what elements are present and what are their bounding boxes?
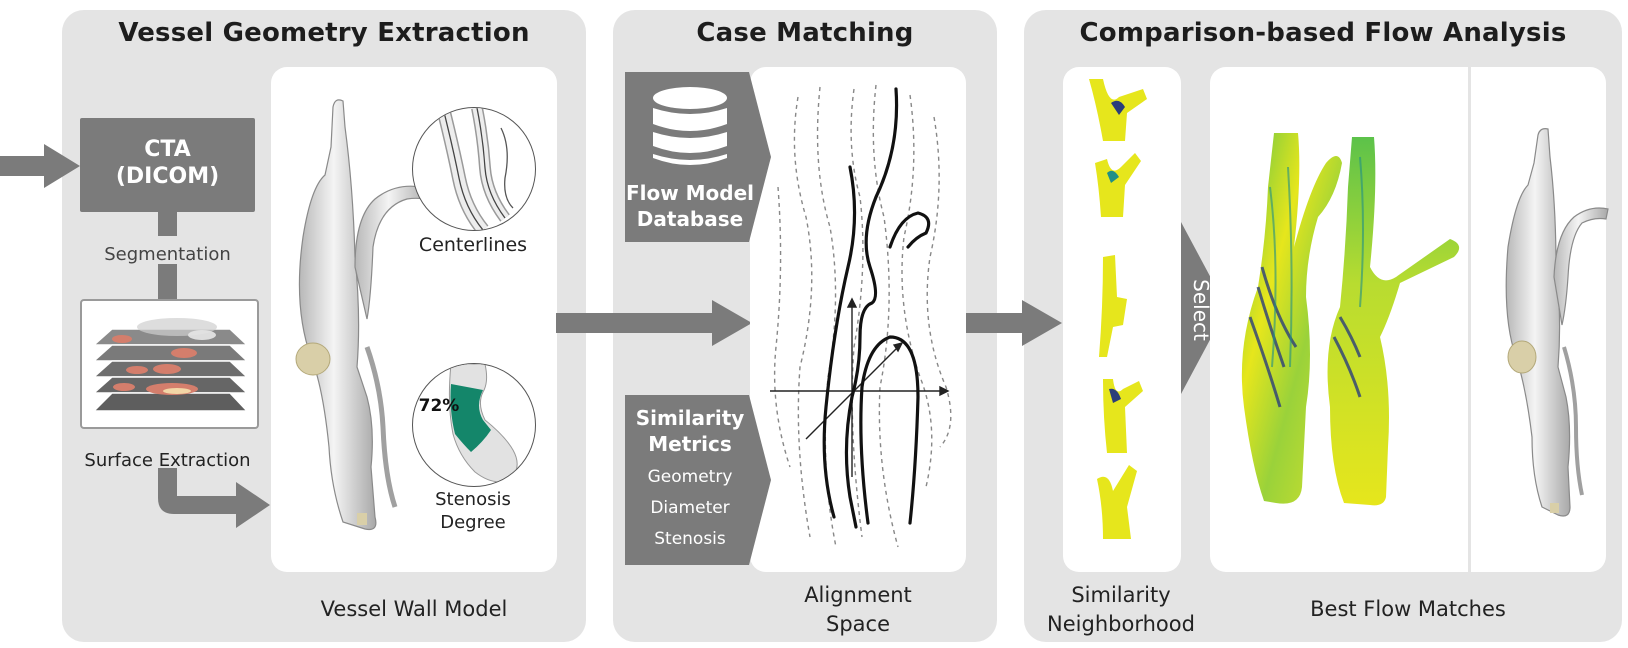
stenosis-label-line2: Degree xyxy=(440,512,506,533)
panel-title-geometry: Vessel Geometry Extraction xyxy=(118,18,530,48)
neighborhood-thumbnails xyxy=(1089,79,1147,539)
flow-visualization xyxy=(1241,67,1609,572)
thumbnail-5 xyxy=(1097,465,1137,539)
vessel-wall-model-card: Centerlines 72% Stenosis Degree xyxy=(271,67,557,572)
best-flow-matches-caption: Best Flow Matches xyxy=(1310,597,1506,621)
alignment-space-caption-line2: Space xyxy=(826,612,890,636)
arrow-right-icon xyxy=(0,144,80,188)
thumbnail-2 xyxy=(1095,153,1141,217)
arrow-right-icon xyxy=(966,300,1062,346)
thumbnail-1 xyxy=(1089,79,1147,141)
surface-extraction-label: Surface Extraction xyxy=(84,450,251,471)
stenosis-image xyxy=(448,364,518,483)
database-label-line2: Database xyxy=(636,207,744,231)
neighborhood-caption-line1: Similarity xyxy=(1071,583,1171,607)
panel-title-matching: Case Matching xyxy=(696,18,914,48)
metric-diameter: Diameter xyxy=(650,498,730,518)
chevron-right-icon xyxy=(1181,222,1227,394)
segmentation-label: Segmentation xyxy=(104,244,231,265)
stenosis-percent: 72% xyxy=(418,396,460,416)
vessel-model-image xyxy=(295,99,431,531)
cta-dicom-box: CTA (DICOM) xyxy=(80,118,255,212)
database-label-line1: Flow Model xyxy=(625,181,755,205)
stenosis-inset: 72% xyxy=(412,363,536,487)
process-connector xyxy=(158,212,270,528)
panel-title-flow: Comparison-based Flow Analysis xyxy=(1079,18,1567,48)
similarity-metrics-box xyxy=(625,395,771,565)
ct-slices-image xyxy=(92,318,249,412)
metric-stenosis: Stenosis xyxy=(654,529,726,549)
similarity-label-line1: Similarity xyxy=(635,406,745,430)
metric-geometry: Geometry xyxy=(647,467,733,487)
ct-slice-stack xyxy=(80,299,259,429)
alignment-space-card xyxy=(750,67,966,572)
centerlines-label: Centerlines xyxy=(418,234,528,256)
alignment-space-plot xyxy=(770,84,952,548)
database-icon xyxy=(653,87,727,165)
arrow-right-icon xyxy=(556,300,752,346)
dicom-label: (DICOM) xyxy=(115,164,220,189)
stenosis-label-line1: Stenosis xyxy=(435,489,511,510)
centerlines-inset xyxy=(412,107,536,231)
similarity-label-line2: Metrics xyxy=(648,432,732,456)
alignment-space-caption-line1: Alignment xyxy=(804,583,912,607)
vessel-wall-model-caption: Vessel Wall Model xyxy=(320,597,508,621)
best-flow-matches-card xyxy=(1210,67,1609,572)
neighborhood-caption-line2: Neighborhood xyxy=(1047,612,1195,636)
cta-label: CTA xyxy=(144,137,191,162)
similarity-neighborhood-card xyxy=(1063,67,1181,572)
thumbnail-4 xyxy=(1103,379,1143,453)
thumbnail-3 xyxy=(1099,255,1127,357)
centerlines-image xyxy=(436,108,514,230)
